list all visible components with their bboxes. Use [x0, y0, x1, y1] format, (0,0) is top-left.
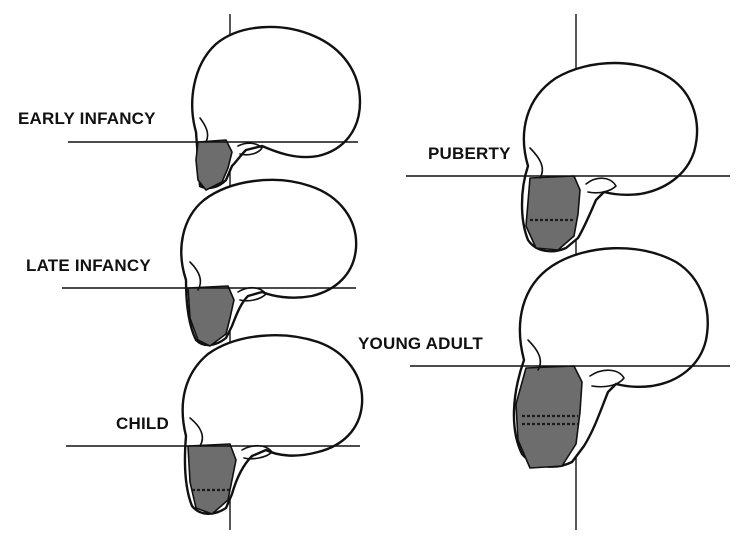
skull-early-infancy-face — [195, 139, 233, 191]
skull-early-infancy-orbit — [199, 117, 209, 143]
skull-late-infancy-face — [187, 285, 235, 347]
skull-young-adult — [410, 247, 730, 469]
skull-young-adult-orbit — [527, 339, 542, 371]
skull-late-infancy — [62, 178, 358, 347]
label-early-infancy: EARLY INFANCY — [18, 109, 156, 128]
skull-early-infancy-cranium — [191, 25, 362, 190]
label-young-adult: YOUNG ADULT — [358, 334, 483, 353]
skull-puberty — [406, 61, 730, 253]
skull-young-adult-ear — [589, 369, 625, 388]
skull-early-infancy — [68, 25, 362, 191]
skull-child-orbit — [189, 417, 204, 447]
label-late-infancy: LATE INFANCY — [26, 256, 151, 275]
label-puberty: PUBERTY — [428, 144, 511, 163]
skull-puberty-face — [525, 175, 581, 251]
label-child: CHILD — [116, 414, 169, 433]
skull-child — [66, 334, 364, 515]
skull-early-infancy-ear — [237, 142, 263, 156]
skull-puberty-ear — [585, 177, 617, 194]
